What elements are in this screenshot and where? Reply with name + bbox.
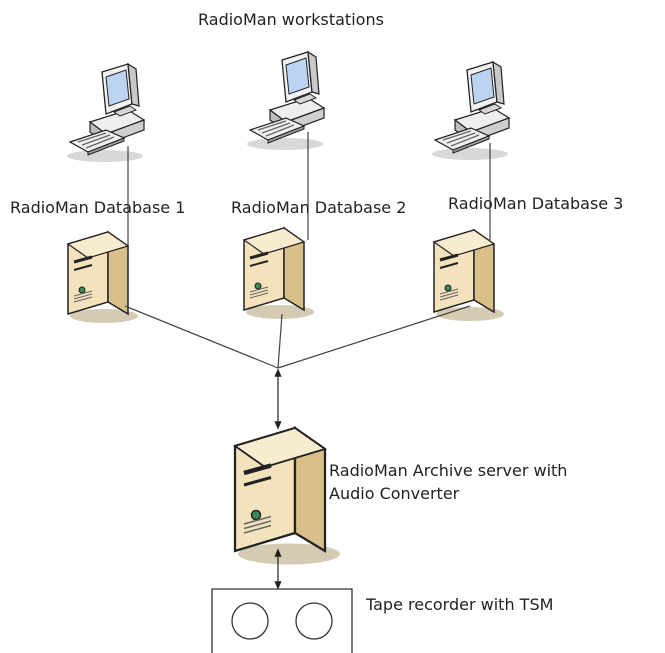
db2-hub-link xyxy=(277,313,283,369)
workstation-2-icon xyxy=(246,51,325,151)
workstation-1-icon xyxy=(66,63,145,163)
database-1-label: RadioMan Database 1 xyxy=(10,198,186,217)
database-1-server-icon xyxy=(66,230,140,325)
database-3-server-icon xyxy=(432,228,506,323)
workstations-title: RadioMan workstations xyxy=(198,10,384,29)
tape-recorder-icon xyxy=(211,588,353,653)
archive-server-label-line2: Audio Converter xyxy=(329,484,460,503)
db1-hub-link xyxy=(124,305,279,369)
database-3-label: RadioMan Database 3 xyxy=(448,194,624,213)
database-2-label: RadioMan Database 2 xyxy=(231,198,407,217)
workstation-3-icon xyxy=(431,61,510,161)
tape-recorder-label: Tape recorder with TSM xyxy=(366,595,554,614)
db3-hub-link xyxy=(277,305,471,369)
archive-server-label-line1: RadioMan Archive server with xyxy=(329,461,568,480)
database-2-server-icon xyxy=(242,226,316,321)
archive-server-icon xyxy=(235,428,340,565)
